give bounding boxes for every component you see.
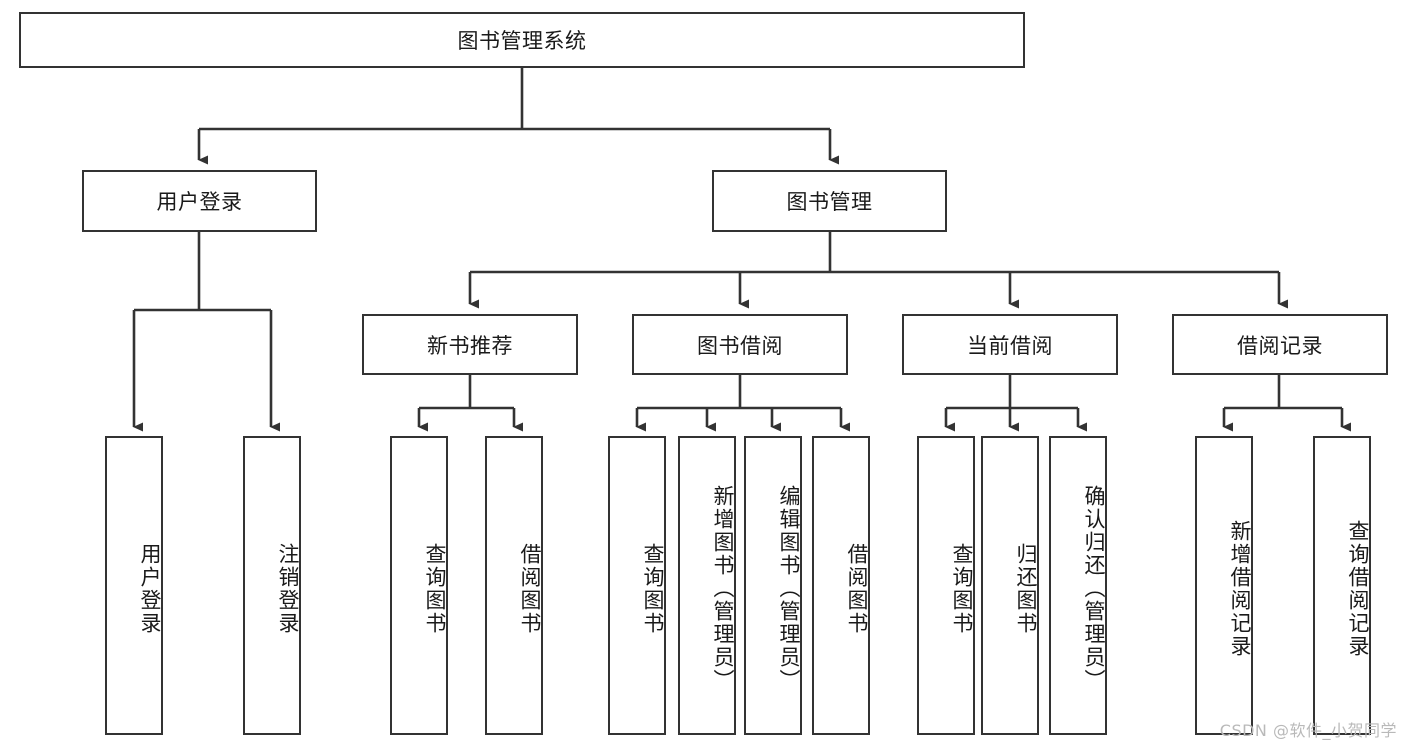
leaf-borrow-book-borrow[interactable]: 借阅图书 (812, 436, 870, 735)
node-label: 新书推荐 (427, 333, 513, 358)
node-label: 借阅记录 (1237, 333, 1323, 358)
node-label: 新增借阅记录 (1228, 519, 1252, 658)
node-label: 新增图书（管理员） (711, 485, 735, 692)
leaf-confirm-return-admin[interactable]: 确认归还（管理员） (1049, 436, 1107, 735)
node-label: 注销登录 (276, 542, 300, 635)
leaf-return-book[interactable]: 归还图书 (981, 436, 1039, 735)
leaf-add-borrow-record[interactable]: 新增借阅记录 (1195, 436, 1253, 735)
leaf-query-borrow-record[interactable]: 查询借阅记录 (1313, 436, 1371, 735)
node-current-borrow[interactable]: 当前借阅 (902, 314, 1118, 375)
leaf-logout-login[interactable]: 注销登录 (243, 436, 301, 735)
node-label: 用户登录 (156, 190, 243, 214)
node-label: 确认归还（管理员） (1082, 485, 1106, 692)
node-label: 查询图书 (950, 542, 974, 635)
leaf-user-login[interactable]: 用户登录 (105, 436, 163, 735)
node-label: 借阅图书 (845, 542, 869, 635)
node-label: 图书借阅 (697, 333, 783, 358)
node-user-login[interactable]: 用户登录 (82, 170, 317, 232)
node-label: 查询图书 (423, 542, 447, 635)
node-book-management-system[interactable]: 图书管理系统 (19, 12, 1025, 68)
leaf-borrow-book-new-recommendation[interactable]: 借阅图书 (485, 436, 543, 735)
node-book-borrow[interactable]: 图书借阅 (632, 314, 848, 375)
node-label: 图书管理系统 (457, 29, 587, 53)
node-label: 查询图书 (641, 542, 665, 635)
node-label: 当前借阅 (967, 333, 1053, 358)
leaf-query-book-new-recommendation[interactable]: 查询图书 (390, 436, 448, 735)
node-borrow-record[interactable]: 借阅记录 (1172, 314, 1388, 375)
leaf-query-book-borrow[interactable]: 查询图书 (608, 436, 666, 735)
node-new-book-recommendation[interactable]: 新书推荐 (362, 314, 578, 375)
leaf-edit-book-admin[interactable]: 编辑图书（管理员） (744, 436, 802, 735)
node-label: 借阅图书 (518, 542, 542, 635)
leaf-add-book-admin[interactable]: 新增图书（管理员） (678, 436, 736, 735)
node-label: 图书管理 (786, 190, 873, 214)
leaf-query-book-current[interactable]: 查询图书 (917, 436, 975, 735)
node-label: 归还图书 (1014, 542, 1038, 635)
node-book-management[interactable]: 图书管理 (712, 170, 947, 232)
node-label: 查询借阅记录 (1346, 519, 1370, 658)
node-label: 用户登录 (138, 542, 162, 635)
node-label: 编辑图书（管理员） (777, 485, 801, 692)
